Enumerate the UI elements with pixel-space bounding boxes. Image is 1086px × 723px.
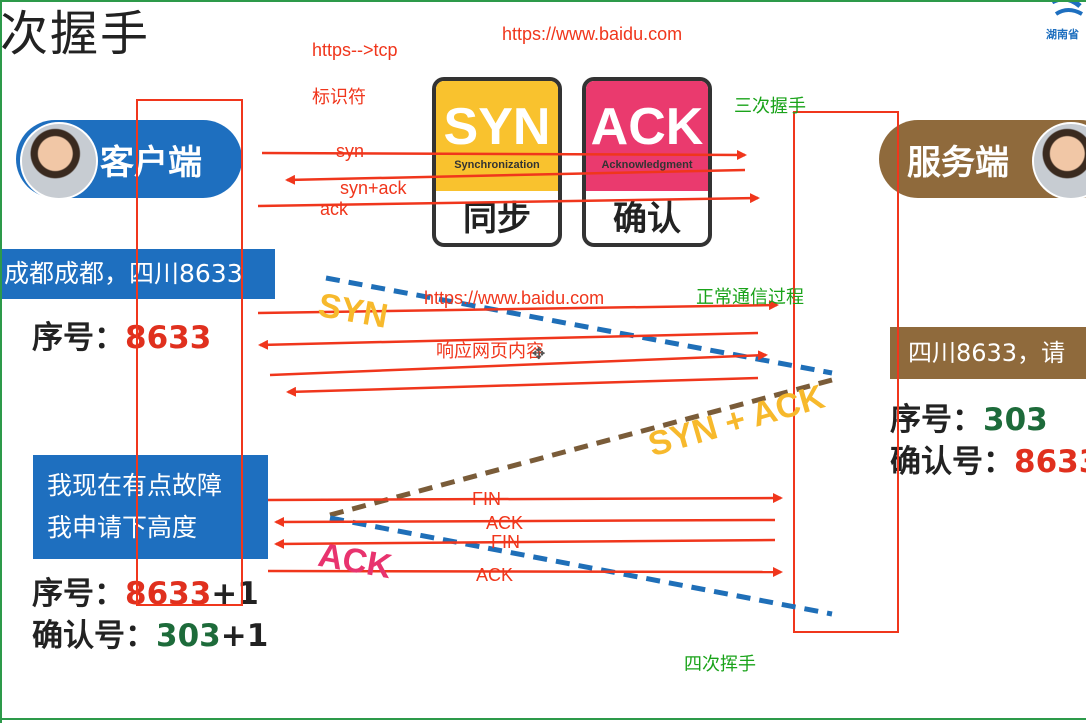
client-avatar xyxy=(20,122,98,200)
client-ack2-value: 303 xyxy=(156,618,221,654)
server-timeline-box xyxy=(793,111,899,633)
fin-arrow-1 xyxy=(267,493,783,504)
note-fin-2: FIN xyxy=(491,532,520,552)
response-arrow-2 xyxy=(286,376,759,397)
client-seq-label: 序号： xyxy=(32,320,125,356)
server-seq-label: 序号： xyxy=(890,402,983,438)
client-seq2-label: 序号： xyxy=(32,576,125,612)
syn-dashed-line xyxy=(325,275,833,376)
client-ack-2: 确认号：303+1 xyxy=(32,610,268,655)
note-https-tcp: https-->tcp xyxy=(312,40,398,60)
client-seq-value: 8633 xyxy=(125,320,212,356)
ack-card-cn: 确认 xyxy=(613,199,681,239)
client-seq: 序号：8633 xyxy=(32,312,211,357)
syn-arrow xyxy=(261,149,747,160)
client-label-text: 客户端 xyxy=(100,142,202,183)
note-four-way: 四次挥手 xyxy=(684,654,756,675)
client-timeline-box xyxy=(136,99,243,606)
note-three-way: 三次握手 xyxy=(734,96,806,117)
note-ack-3: ACK xyxy=(476,565,514,585)
page-title: 次握手 xyxy=(0,6,151,62)
ack-arrow-2 xyxy=(274,516,776,527)
ack-arrow-3 xyxy=(267,566,783,577)
syn-card-word: SYN xyxy=(443,98,551,156)
note-ack-2: ACK xyxy=(486,513,524,533)
server-ack-label: 确认号： xyxy=(890,444,1014,480)
client-fault-box: 我现在有点故障 我申请下高度 xyxy=(33,455,268,559)
note-syn-ack: syn+ack xyxy=(340,178,407,198)
ack-arrow xyxy=(257,193,760,208)
ack-card-word: ACK xyxy=(590,98,704,156)
note-normal-comm: 正常通信过程 xyxy=(696,287,804,308)
client-ack2-suffix: +1 xyxy=(220,618,269,654)
fault-line-1: 我现在有点故障 xyxy=(47,471,223,500)
note-fin-1: FIN xyxy=(472,489,501,509)
server-seq: 序号：303 xyxy=(890,394,1048,439)
synack-dashed-line xyxy=(329,377,833,518)
request-arrow-2 xyxy=(269,350,768,377)
server-ack-value: 8633 xyxy=(1014,444,1086,480)
syn-card: SYN Synchronization 同步 xyxy=(432,77,562,247)
response-arrow-1 xyxy=(258,331,759,350)
move-cursor-icon: ✥ xyxy=(532,344,546,363)
frame-top-edge xyxy=(0,0,1086,2)
server-message-bar: 四川8633，请 xyxy=(890,327,1086,379)
frame-left-edge xyxy=(0,0,2,723)
fin-arrow-2 xyxy=(274,538,776,549)
note-ack: ack xyxy=(320,199,349,219)
server-seq-value: 303 xyxy=(983,402,1048,438)
note-baidu-top: https://www.baidu.com xyxy=(502,24,683,44)
note-identifier: 标识符 xyxy=(312,87,366,107)
syn-card-cn: 同步 xyxy=(463,199,531,239)
server-ack: 确认号：8633 xyxy=(890,436,1086,481)
server-label-text: 服务端 xyxy=(907,142,1009,183)
synack-arrow xyxy=(285,168,746,185)
logo-text: 湖南省 xyxy=(1046,28,1079,41)
note-response: 响应网页内容 xyxy=(436,341,544,361)
frame-bottom-edge xyxy=(0,718,1086,720)
fault-line-2: 我申请下高度 xyxy=(47,513,198,542)
syn-card-top: SYN Synchronization xyxy=(436,81,558,191)
syn-card-sub: Synchronization xyxy=(454,159,540,171)
client-ack2-label: 确认号： xyxy=(32,618,156,654)
ack-dashed-line xyxy=(329,515,833,617)
note-baidu-mid: https://www.baidu.com xyxy=(424,288,605,308)
ack-card-sub: Acknowledgment xyxy=(601,159,693,171)
note-syn: syn xyxy=(336,141,365,161)
request-arrow xyxy=(257,300,779,315)
